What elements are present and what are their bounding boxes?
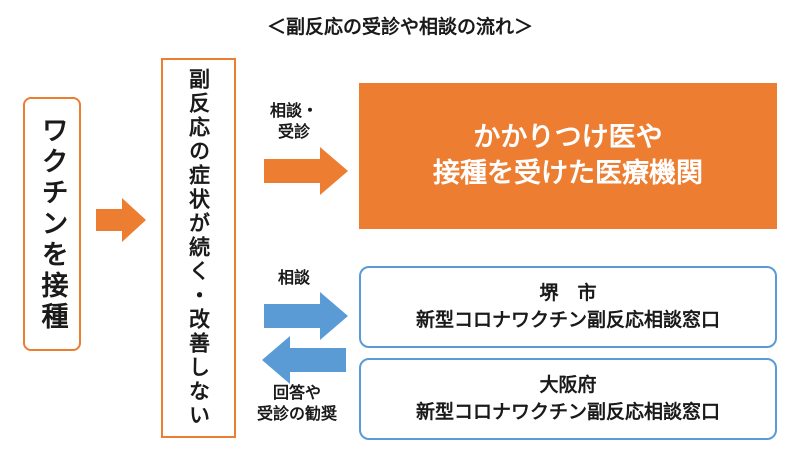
osaka-line1: 大阪府 [539,374,597,397]
label-reply: 回答や 受診の勧奨 [243,383,351,425]
arrow-left-blue-icon [262,336,346,384]
label-reply-line1: 回答や [272,383,321,402]
arrow-right-blue-icon [264,292,348,340]
arrow-right-orange-icon [96,198,146,242]
arrow-right-orange-icon [264,147,348,195]
vaccination-box: ワクチンを接種 [23,97,81,351]
label-consult-visit-line2: 受診 [277,121,310,141]
doctor-line1: かかりつけ医や [473,121,663,153]
label-consult: 相談 [277,268,310,287]
osaka-consult-box: 大阪府 新型コロナワクチン副反応相談窓口 [359,358,777,440]
arrow-reply [262,336,346,384]
vaccination-text: ワクチンを接種 [36,115,68,333]
label-consult-visit: 相談・ 受診 [258,101,330,143]
arrow-to-consult-center [264,292,348,340]
sakai-line1: 堺 市 [539,282,597,305]
arrow-to-symptom [96,198,146,242]
symptom-box: 副反応の症状が続く・改善しない [161,58,236,438]
sakai-consult-box: 堺 市 新型コロナワクチン副反応相談窓口 [359,266,777,348]
label-reply-line2: 受診の勧奨 [256,403,337,423]
sakai-line2: 新型コロナワクチン副反応相談窓口 [415,309,720,331]
label-consult-visit-line1: 相談・ [269,101,318,120]
doctor-box: かかりつけ医や 接種を受けた医療機関 [359,83,777,229]
diagram-title: ＜副反応の受診や相談の流れ＞ [266,16,533,38]
osaka-line2: 新型コロナワクチン副反応相談窓口 [415,401,720,423]
arrow-to-doctor [264,147,348,195]
doctor-line2: 接種を受けた医療機関 [433,158,703,189]
symptom-text: 副反応の症状が続く・改善しない [186,68,211,428]
